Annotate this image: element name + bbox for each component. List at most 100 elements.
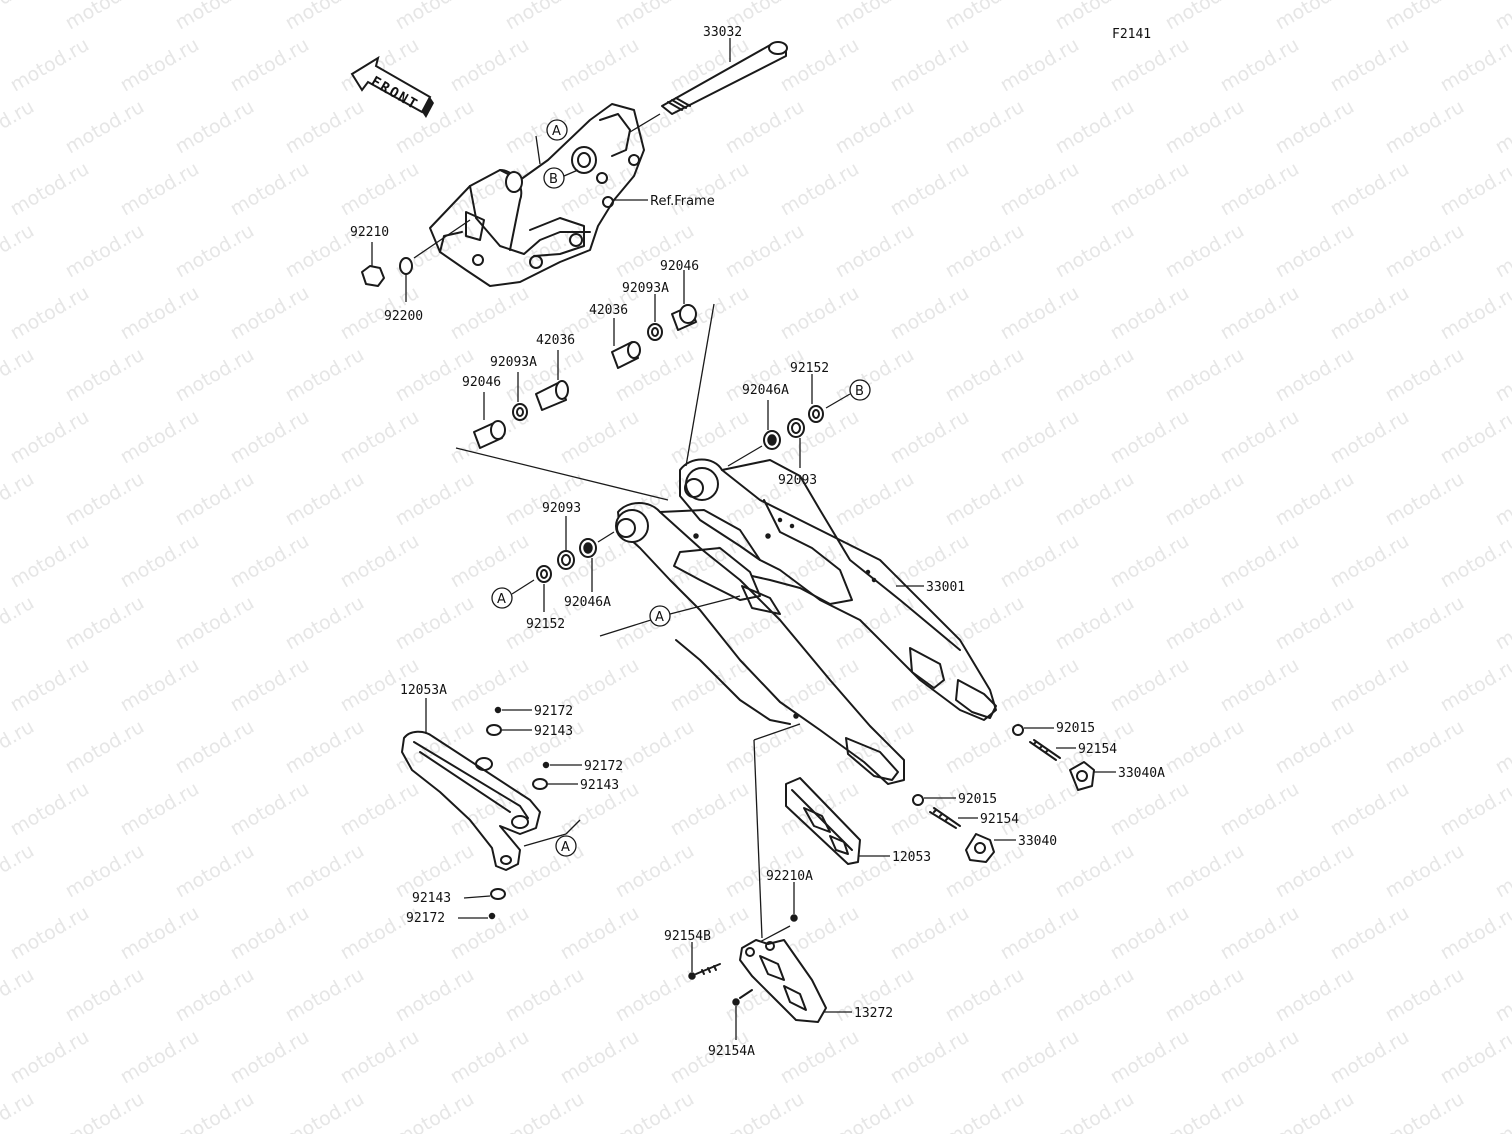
- callout-a-1: A: [546, 119, 568, 141]
- watermark-text: motod.ru: [1437, 158, 1512, 221]
- watermark-text: motod.ru: [997, 34, 1083, 97]
- watermark-text: motod.ru: [1327, 282, 1413, 345]
- watermark-text: motod.ru: [1052, 96, 1138, 159]
- watermark-text: motod.ru: [997, 1026, 1083, 1089]
- watermark-text: motod.ru: [1107, 902, 1193, 965]
- label-42036-top: 42036: [589, 303, 628, 318]
- watermark-text: motod.ru: [1327, 778, 1413, 841]
- watermark-text: motod.ru: [1382, 96, 1468, 159]
- watermark-text: motod.ru: [1107, 1026, 1193, 1089]
- watermark-text: motod.ru: [1437, 1026, 1512, 1089]
- watermark-text: motod.ru: [1382, 840, 1468, 903]
- label-92172-c: 92172: [406, 911, 445, 926]
- label-42036-mid: 42036: [536, 333, 575, 348]
- watermark-text: motod.ru: [832, 0, 918, 34]
- watermark-text: motod.ru: [392, 1088, 478, 1134]
- watermark-text: motod.ru: [172, 964, 258, 1027]
- watermark-text: motod.ru: [887, 34, 973, 97]
- watermark-text: motod.ru: [172, 1088, 258, 1134]
- washer-92152-left: [511, 565, 552, 612]
- watermark-text: motod.ru: [1272, 0, 1358, 34]
- label-92200: 92200: [384, 309, 423, 324]
- watermark-text: motod.ru: [62, 716, 148, 779]
- watermark-text: motod.ru: [447, 1026, 533, 1089]
- bearing-92046-top: [671, 270, 697, 331]
- screw-92172-b: [542, 761, 582, 769]
- watermark-text: motod.ru: [172, 592, 258, 655]
- watermark-text: motod.ru: [282, 468, 368, 531]
- chain-guide-13272: [739, 939, 852, 1023]
- collar-42036-mid: [535, 350, 569, 411]
- watermark-text: motod.ru: [612, 1088, 698, 1134]
- label-92143-b: 92143: [580, 778, 619, 793]
- washer-92200: [399, 219, 471, 302]
- watermark-text: motod.ru: [1107, 778, 1193, 841]
- watermark-text: motod.ru: [282, 1088, 368, 1134]
- watermark-text: motod.ru: [1052, 220, 1138, 283]
- watermark-text: motod.ru: [1382, 592, 1468, 655]
- watermark-text: motod.ru: [117, 654, 203, 717]
- watermark-text: motod.ru: [887, 158, 973, 221]
- watermark-text: motod.ru: [942, 0, 1028, 34]
- watermark-text: motod.ru: [832, 96, 918, 159]
- watermark-text: motod.ru: [887, 282, 973, 345]
- watermark-text: motod.ru: [1327, 902, 1413, 965]
- adjuster-33040: [965, 833, 1016, 863]
- watermark-text: motod.ru: [1492, 468, 1512, 531]
- bolt-92210a: [790, 882, 798, 922]
- watermark-text: motod.ru: [997, 778, 1083, 841]
- watermark-text: motod.ru: [997, 158, 1083, 221]
- watermark-text: motod.ru: [832, 468, 918, 531]
- watermark-text: motod.ru: [667, 778, 753, 841]
- watermark-text: motod.ru: [1437, 34, 1512, 97]
- watermark-text: motod.ru: [1382, 468, 1468, 531]
- watermark-text: motod.ru: [1162, 716, 1248, 779]
- bolt-92154-b: [929, 807, 978, 829]
- watermark-text: motod.ru: [62, 1088, 148, 1134]
- watermark-text: motod.ru: [7, 530, 93, 593]
- watermark-text: motod.ru: [1382, 964, 1468, 1027]
- watermark-text: motod.ru: [447, 530, 533, 593]
- watermark-text: motod.ru: [447, 34, 533, 97]
- watermark-text: motod.ru: [942, 220, 1028, 283]
- watermark-text: motod.ru: [1272, 716, 1358, 779]
- label-33001: 33001: [926, 580, 965, 595]
- watermark-text: motod.ru: [942, 468, 1028, 531]
- watermark-text: motod.ru: [777, 34, 863, 97]
- watermark-text: motod.ru: [997, 530, 1083, 593]
- label-13272: 13272: [854, 1006, 893, 1021]
- watermark-text: motod.ru: [1107, 530, 1193, 593]
- bearing-92046a-right: [727, 400, 781, 467]
- watermark-text: motod.ru: [392, 468, 478, 531]
- watermark-text: motod.ru: [1107, 34, 1193, 97]
- watermark-text: motod.ru: [1437, 530, 1512, 593]
- watermark-text: motod.ru: [997, 654, 1083, 717]
- watermark-text: motod.ru: [722, 96, 808, 159]
- watermark-text: motod.ru: [337, 406, 423, 469]
- washer-92152-right: [808, 374, 851, 423]
- label-33040: 33040: [1018, 834, 1057, 849]
- watermark-text: motod.ru: [1217, 1026, 1303, 1089]
- nut-92015-b: [912, 794, 956, 806]
- watermark-text: motod.ru: [1437, 406, 1512, 469]
- watermark-text: motod.ru: [7, 282, 93, 345]
- watermark-text: motod.ru: [1162, 96, 1248, 159]
- watermark-text: motod.ru: [1272, 840, 1358, 903]
- watermark-text: motod.ru: [1272, 96, 1358, 159]
- watermark-text: motod.ru: [1162, 592, 1248, 655]
- watermark-text: motod.ru: [227, 1026, 313, 1089]
- watermark-text: motod.ru: [557, 406, 643, 469]
- watermark-text: motod.ru: [62, 96, 148, 159]
- watermark-text: motod.ru: [1327, 34, 1413, 97]
- watermark-text: motod.ru: [172, 468, 258, 531]
- watermark-text: motod.ru: [502, 0, 588, 34]
- watermark-text: motod.ru: [942, 964, 1028, 1027]
- watermark-text: motod.ru: [502, 1088, 588, 1134]
- callout-b-2: B: [849, 379, 871, 401]
- watermark-text: motod.ru: [1382, 1088, 1468, 1134]
- watermark-text: motod.ru: [7, 778, 93, 841]
- watermark-text: motod.ru: [447, 282, 533, 345]
- watermark-text: motod.ru: [0, 964, 38, 1027]
- watermark-text: motod.ru: [997, 406, 1083, 469]
- label-92046-top: 92046: [660, 259, 699, 274]
